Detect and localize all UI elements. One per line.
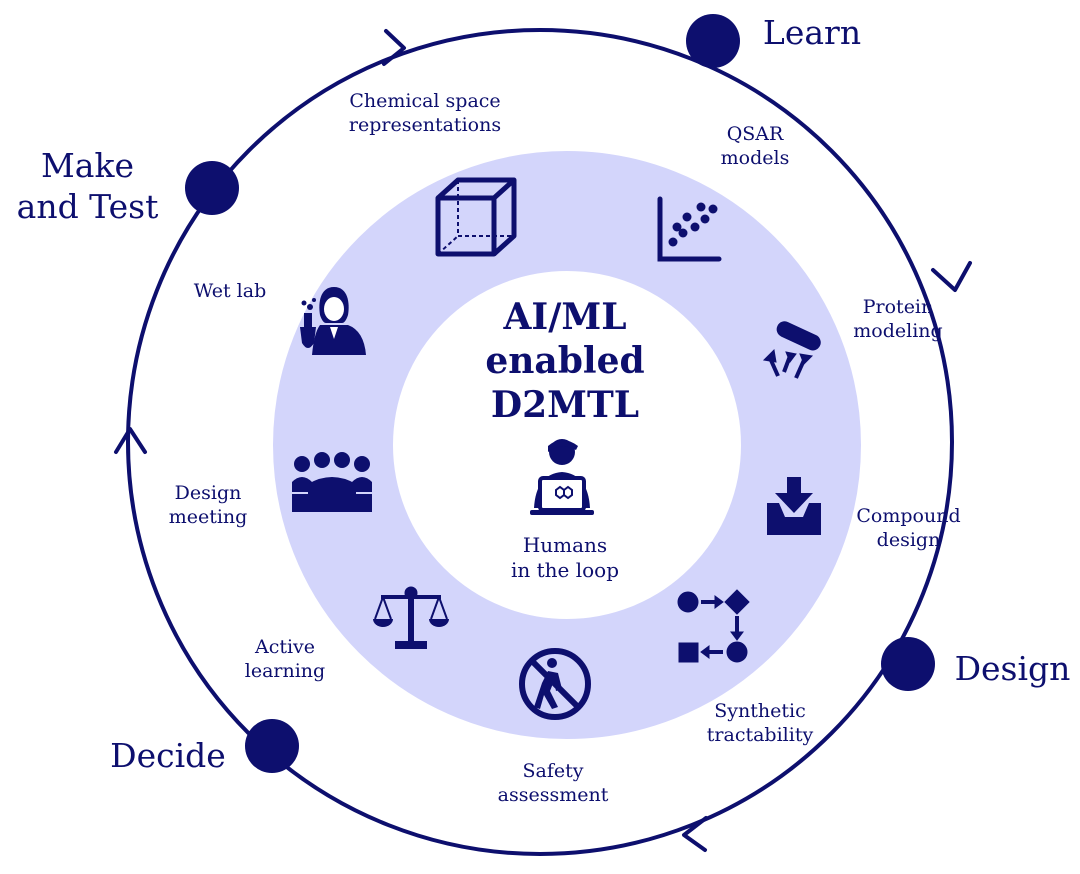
cycle-arrow-top [382,29,406,66]
node-make-and-test [185,161,239,215]
label-wet-lab: Wet lab [193,280,267,302]
prohibited-icon [519,648,591,720]
center-title: AI/ML enabled D2MTL [485,296,645,426]
node-decide [245,719,299,773]
stage-label-learn: Learn [762,13,862,52]
download-tray-icon [767,477,821,535]
label-safety: Safety assessment [497,760,609,806]
label-qsar: QSAR models [720,123,790,169]
outer-cycle-ring [126,28,954,856]
label-design-meeting: Design meeting [168,482,248,528]
stage-label-decide: Decide [110,736,226,775]
tool-ring [273,151,861,739]
lab-scientist-icon [300,287,366,355]
node-design [881,637,935,691]
scatter-plot-icon [657,196,722,262]
node-learn [686,14,740,68]
label-synthetic: Synthetic tractability [706,700,814,746]
cycle-arrow-right [931,261,972,292]
cube-icon [435,177,517,257]
stage-label-make-and-test: Make and Test [16,146,159,227]
cycle-arrow-bottom [682,816,708,852]
balance-scale-icon [373,586,449,649]
flowchart-icon [677,589,750,663]
center-subtitle: Humans in the loop [510,533,620,582]
label-chemical-space: Chemical space representations [348,90,502,136]
label-compound: Compound design [856,505,961,551]
cycle-arrow-left [114,427,147,454]
label-active: Active learning [244,636,326,682]
person-laptop-icon [530,439,594,515]
meeting-group-icon [292,452,372,512]
protein-helix-icon [762,321,821,379]
label-protein: Protein modeling [853,296,943,342]
stage-label-design: Design [954,649,1071,688]
